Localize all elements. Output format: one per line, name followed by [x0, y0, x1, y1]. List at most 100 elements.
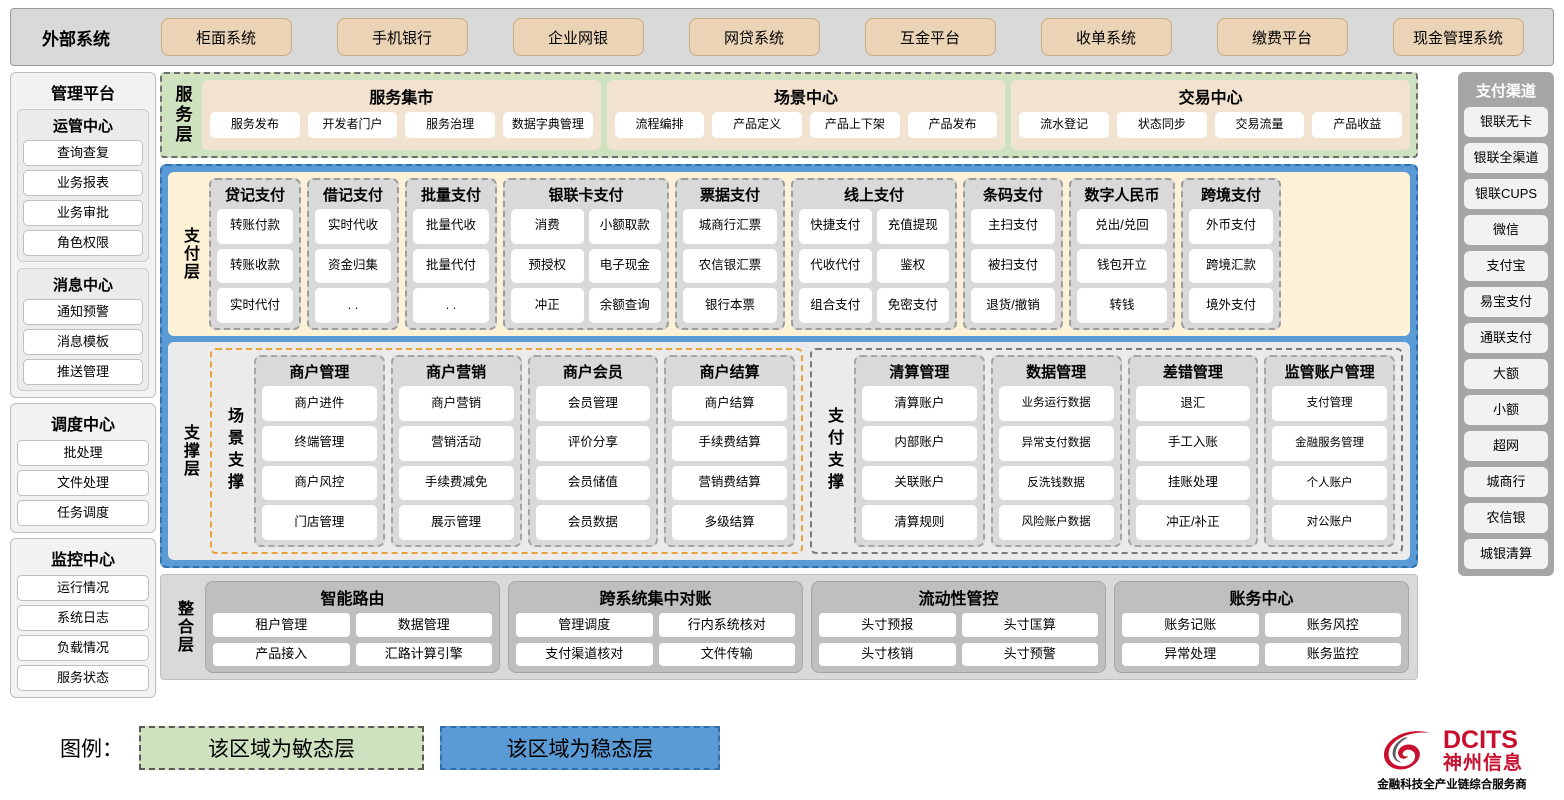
payment-item[interactable]: 批量代付: [413, 248, 489, 284]
service-item[interactable]: 开发者门户: [307, 112, 398, 138]
payment-item[interactable]: 钱包开立: [1077, 248, 1167, 284]
payment-item[interactable]: 境外支付: [1189, 288, 1273, 323]
payment-item[interactable]: . .: [315, 288, 391, 323]
integration-item[interactable]: 文件传输: [658, 642, 795, 666]
support-item[interactable]: 商户营销: [398, 386, 514, 421]
payment-item[interactable]: 余额查询: [588, 288, 661, 323]
support-item[interactable]: 个人账户: [1272, 465, 1387, 501]
integration-item[interactable]: 头寸预警: [961, 642, 1098, 666]
sidebar-item[interactable]: 负载情况: [17, 635, 149, 661]
support-item[interactable]: 退汇: [1135, 386, 1251, 421]
support-item[interactable]: 手续费减免: [398, 465, 514, 501]
service-item[interactable]: 状态同步: [1117, 112, 1207, 138]
payment-channel-item[interactable]: 超网: [1464, 431, 1548, 461]
service-item[interactable]: 产品定义: [712, 112, 803, 138]
payment-item[interactable]: 小额取款: [588, 209, 661, 244]
support-item[interactable]: 手工入账: [1135, 425, 1251, 461]
integration-item[interactable]: 异常处理: [1122, 642, 1259, 666]
payment-channel-item[interactable]: 银联CUPS: [1464, 179, 1548, 209]
integration-item[interactable]: 头寸预报: [819, 613, 956, 637]
payment-item[interactable]: 退货/撤销: [971, 288, 1055, 323]
payment-item[interactable]: 免密支付: [876, 288, 949, 323]
support-item[interactable]: 营销费结算: [672, 465, 787, 501]
support-item[interactable]: 金融服务管理: [1272, 425, 1387, 461]
payment-item[interactable]: 城商行汇票: [683, 209, 777, 244]
support-item[interactable]: 商户进件: [262, 386, 377, 421]
integration-item[interactable]: 数据管理: [355, 613, 492, 637]
integration-item[interactable]: 头寸匡算: [961, 613, 1098, 637]
support-item[interactable]: 内部账户: [862, 425, 977, 461]
support-item[interactable]: 营销活动: [398, 425, 514, 461]
integration-item[interactable]: 账务风控: [1264, 613, 1401, 637]
sidebar-item[interactable]: 查询查复: [23, 140, 143, 166]
sidebar-item[interactable]: 服务状态: [17, 665, 149, 691]
support-item[interactable]: 商户风控: [262, 465, 377, 501]
payment-channel-item[interactable]: 大额: [1464, 359, 1548, 389]
payment-item[interactable]: 兑出/兑回: [1077, 209, 1167, 244]
payment-channel-item[interactable]: 易宝支付: [1464, 287, 1548, 317]
payment-item[interactable]: 外币支付: [1189, 209, 1273, 244]
support-item[interactable]: 手续费结算: [672, 425, 787, 461]
integration-item[interactable]: 支付渠道核对: [516, 642, 653, 666]
external-system-item[interactable]: 缴费平台: [1216, 18, 1348, 56]
support-item[interactable]: 冲正/补正: [1135, 505, 1251, 540]
external-system-item[interactable]: 柜面系统: [160, 18, 292, 56]
sidebar-item[interactable]: 推送管理: [23, 359, 143, 385]
sidebar-item[interactable]: 业务审批: [23, 200, 143, 226]
integration-item[interactable]: 汇路计算引擎: [355, 642, 492, 666]
integration-item[interactable]: 账务监控: [1264, 642, 1401, 666]
sidebar-item[interactable]: 运行情况: [17, 575, 149, 601]
integration-item[interactable]: 行内系统核对: [658, 613, 795, 637]
payment-channel-item[interactable]: 支付宝: [1464, 251, 1548, 281]
payment-item[interactable]: 农信银汇票: [683, 248, 777, 284]
support-item[interactable]: 异常支付数据: [998, 425, 1114, 461]
sidebar-item[interactable]: 文件处理: [17, 470, 149, 496]
integration-item[interactable]: 管理调度: [516, 613, 653, 637]
external-system-item[interactable]: 手机银行: [336, 18, 468, 56]
payment-item[interactable]: 鉴权: [876, 248, 949, 284]
sidebar-item[interactable]: 消息模板: [23, 329, 143, 355]
payment-item[interactable]: 被扫支付: [971, 248, 1055, 284]
support-item[interactable]: 关联账户: [862, 465, 977, 501]
support-item[interactable]: 反洗钱数据: [998, 465, 1114, 501]
service-item[interactable]: 数据字典管理: [503, 112, 593, 138]
payment-channel-item[interactable]: 城商行: [1464, 467, 1548, 497]
support-item[interactable]: 多级结算: [672, 505, 787, 540]
payment-item[interactable]: 银行本票: [683, 288, 777, 323]
external-system-item[interactable]: 互金平台: [864, 18, 996, 56]
payment-item[interactable]: 消费: [511, 209, 584, 244]
support-item[interactable]: 终端管理: [262, 425, 377, 461]
payment-channel-item[interactable]: 银联无卡: [1464, 107, 1548, 137]
payment-item[interactable]: 跨境汇款: [1189, 248, 1273, 284]
payment-item[interactable]: 充值提现: [876, 209, 949, 244]
payment-item[interactable]: 转账收款: [217, 248, 293, 284]
payment-channel-item[interactable]: 农信银: [1464, 503, 1548, 533]
external-system-item[interactable]: 企业网银: [512, 18, 644, 56]
payment-item[interactable]: 组合支付: [799, 288, 872, 323]
payment-item[interactable]: 实时代付: [217, 288, 293, 323]
payment-channel-item[interactable]: 微信: [1464, 215, 1548, 245]
support-item[interactable]: 评价分享: [535, 425, 651, 461]
payment-item[interactable]: 冲正: [511, 288, 584, 323]
integration-item[interactable]: 产品接入: [213, 642, 350, 666]
support-item[interactable]: 清算账户: [862, 386, 977, 421]
service-item[interactable]: 流程编排: [614, 112, 705, 138]
integration-item[interactable]: 租户管理: [213, 613, 350, 637]
sidebar-item[interactable]: 系统日志: [17, 605, 149, 631]
payment-item[interactable]: 转账付款: [217, 209, 293, 244]
support-item[interactable]: 挂账处理: [1135, 465, 1251, 501]
sidebar-item[interactable]: 通知预警: [23, 299, 143, 325]
external-system-item[interactable]: 现金管理系统: [1392, 18, 1524, 56]
service-item[interactable]: 服务发布: [210, 112, 300, 138]
service-item[interactable]: 产品上下架: [810, 112, 900, 138]
service-item[interactable]: 服务治理: [405, 112, 496, 138]
support-item[interactable]: 会员储值: [535, 465, 651, 501]
support-item[interactable]: 清算规则: [862, 505, 977, 540]
payment-item[interactable]: 预授权: [511, 248, 584, 284]
payment-item[interactable]: 资金归集: [315, 248, 391, 284]
support-item[interactable]: 支付管理: [1272, 386, 1387, 421]
support-item[interactable]: 门店管理: [262, 505, 377, 540]
support-item[interactable]: 风险账户数据: [998, 505, 1114, 540]
sidebar-item[interactable]: 业务报表: [23, 170, 143, 196]
sidebar-item[interactable]: 任务调度: [17, 500, 149, 526]
